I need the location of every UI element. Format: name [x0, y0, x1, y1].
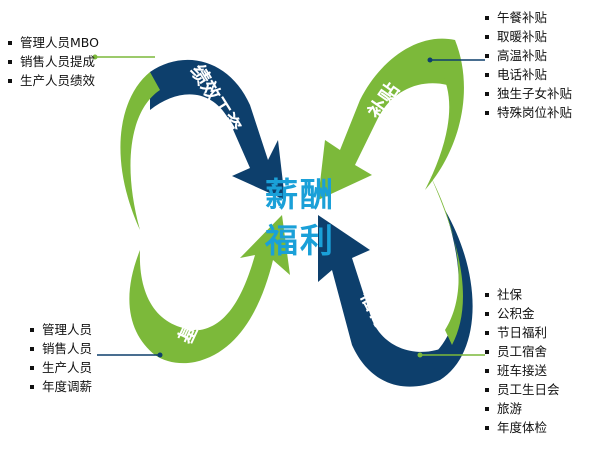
arrow-top-right-tail	[425, 40, 464, 190]
list-item: 员工宿舍	[485, 342, 560, 361]
arrow-bottom-right-tail-green	[430, 175, 463, 345]
list-item: 电话补贴	[485, 65, 572, 84]
arrow-top-left-tail	[120, 72, 160, 230]
list-item: 班车接送	[485, 361, 560, 380]
list-item: 高温补贴	[485, 46, 572, 65]
list-item: 取暖补贴	[485, 27, 572, 46]
list-item: 销售人员提成	[8, 52, 99, 71]
list-item: 社保	[485, 285, 560, 304]
list-performance-pay: 管理人员MBO 销售人员提成 生产人员绩效	[8, 33, 99, 90]
arrow-bottom-right	[318, 215, 450, 387]
arrow-bottom-right-tail	[430, 210, 473, 380]
connector-top-right	[427, 57, 485, 63]
list-item: 午餐补贴	[485, 8, 572, 27]
list-item: 特殊岗位补贴	[485, 103, 572, 122]
list-item: 销售人员	[30, 339, 92, 358]
list-item: 生产人员	[30, 358, 92, 377]
list-benefits: 社保 公积金 节日福利 员工宿舍 班车接送 员工生日会 旅游 年度体检	[485, 285, 560, 437]
center-title-line2: 福利	[265, 221, 335, 260]
connector-bottom-left	[97, 352, 163, 358]
list-item: 节日福利	[485, 323, 560, 342]
list-item: 管理人员MBO	[8, 33, 99, 52]
list-item: 公积金	[485, 304, 560, 323]
list-base-salary: 管理人员 销售人员 生产人员 年度调薪	[30, 320, 92, 396]
list-item: 生产人员绩效	[8, 71, 99, 90]
arrow-top-right	[318, 38, 462, 200]
connector-bottom-right	[417, 352, 485, 358]
list-item: 独生子女补贴	[485, 84, 572, 103]
arrow-bottom-left	[129, 215, 290, 364]
list-item: 员工生日会	[485, 380, 560, 399]
list-item: 旅游	[485, 399, 560, 418]
list-item: 年度体检	[485, 418, 560, 437]
connector-top-left	[92, 54, 155, 60]
list-item: 年度调薪	[30, 377, 92, 396]
list-item: 管理人员	[30, 320, 92, 339]
list-allowances: 午餐补贴 取暖补贴 高温补贴 电话补贴 独生子女补贴 特殊岗位补贴	[485, 8, 572, 122]
arrow-top-left	[150, 59, 285, 201]
center-title-line1: 薪酬	[265, 175, 335, 214]
